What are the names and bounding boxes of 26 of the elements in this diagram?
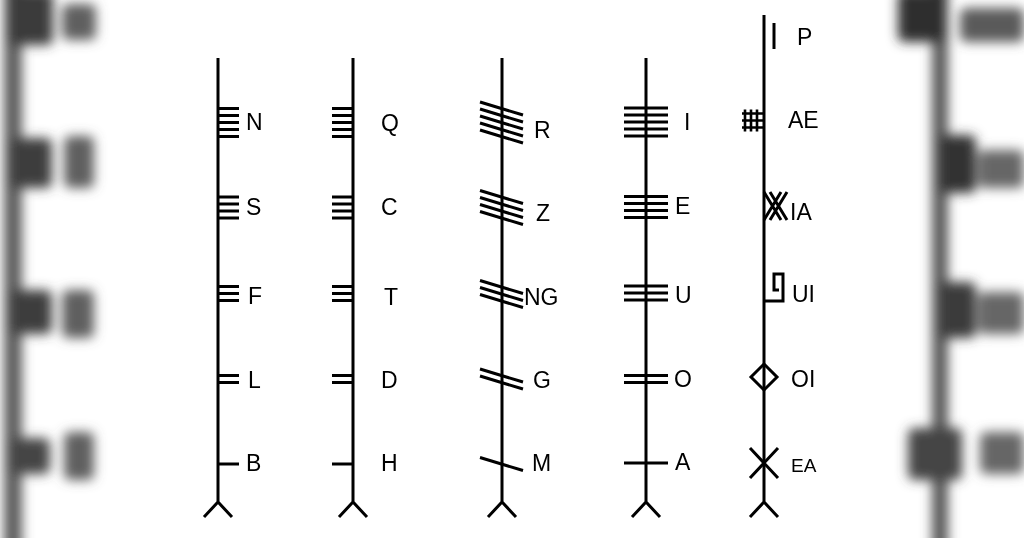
- letter-label: IA: [790, 200, 812, 224]
- letter-label: L: [248, 368, 261, 392]
- letter-label: U: [675, 283, 692, 307]
- letter-label: OI: [791, 367, 816, 391]
- letter-label: NG: [524, 285, 559, 309]
- letter-label: G: [533, 368, 551, 392]
- letter-label: S: [246, 195, 262, 219]
- letter-label: T: [384, 285, 399, 309]
- letter-label: Q: [381, 111, 399, 135]
- letter-label: R: [534, 118, 551, 142]
- letter-label: F: [248, 284, 263, 308]
- letter-label: EA: [791, 455, 817, 475]
- letter-label: H: [381, 451, 398, 475]
- letter-label: E: [675, 194, 691, 218]
- letter-label: UI: [792, 282, 815, 306]
- letter-label: N: [246, 110, 263, 134]
- letter-label: Z: [536, 201, 551, 225]
- letter-label: M: [532, 451, 552, 475]
- letter-label: O: [674, 367, 692, 391]
- letter-label: D: [381, 368, 398, 392]
- letter-label: A: [675, 450, 691, 474]
- letter-label: I: [684, 110, 691, 134]
- letter-label: B: [246, 451, 262, 475]
- letter-label: C: [381, 195, 398, 219]
- letter-label: P: [797, 25, 813, 49]
- letter-label: AE: [788, 108, 819, 132]
